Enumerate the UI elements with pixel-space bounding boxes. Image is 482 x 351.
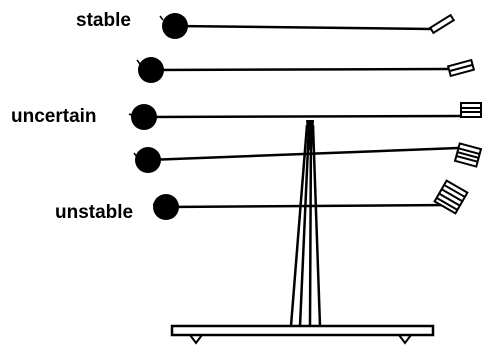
weight-stable [162, 13, 188, 39]
label-unstable: unstable [55, 202, 134, 223]
rod-unstable [165, 203, 451, 209]
balance-rods [143, 24, 463, 209]
weight-ticks [128, 15, 164, 207]
counterweights [428, 13, 482, 215]
box-5 [433, 179, 469, 215]
rod-stable [174, 24, 433, 31]
weight-4 [135, 147, 161, 173]
box-1 [428, 13, 456, 35]
box-3 [460, 102, 482, 118]
weight-unstable [153, 194, 179, 220]
box-2 [446, 58, 476, 78]
label-uncertain: uncertain [11, 106, 97, 127]
weights [131, 13, 188, 220]
rod-4 [147, 146, 459, 162]
rod-uncertain [143, 114, 463, 119]
weight-uncertain [131, 104, 157, 130]
base-foot-right [398, 334, 412, 345]
label-stable: stable [76, 10, 131, 31]
stand-legs [289, 124, 322, 327]
rod-2 [150, 67, 449, 72]
stand-top [306, 120, 314, 150]
box-4 [453, 142, 482, 168]
base-platform [170, 324, 435, 337]
base-foot-left [189, 334, 203, 345]
weight-2 [138, 57, 164, 83]
